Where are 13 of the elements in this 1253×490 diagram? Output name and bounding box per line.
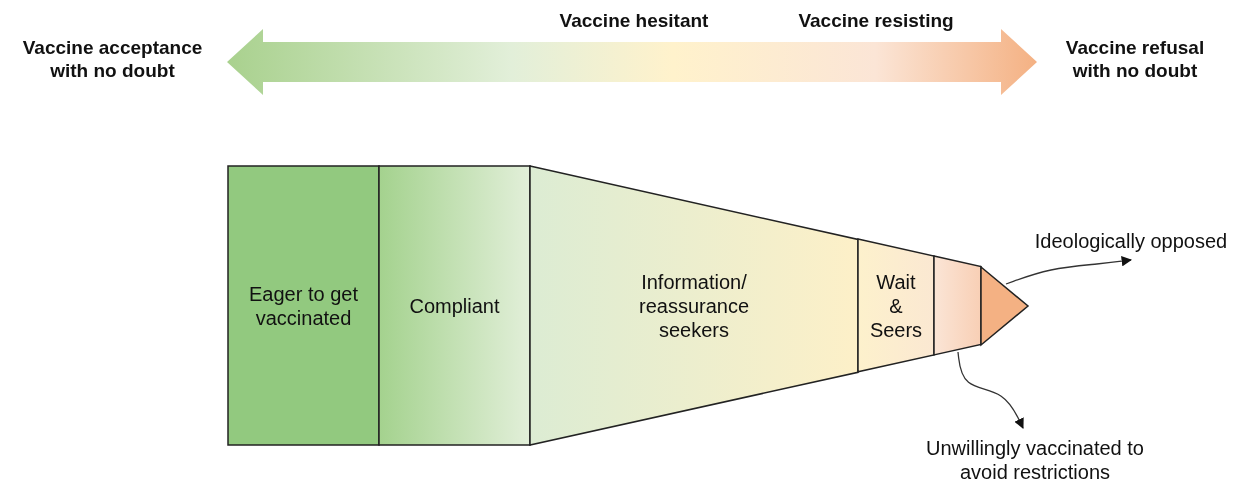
segment-label: Compliant (408, 293, 501, 318)
segment-label: Wait & Seers (868, 269, 924, 342)
leader-arrow (957, 351, 1024, 429)
category-label: Vaccine acceptance with no doubt (21, 37, 204, 83)
segment-label: Information/ reassurance seekers (637, 269, 751, 342)
leader-arrow (1005, 256, 1133, 285)
segment-label: Eager to get vaccinated (248, 281, 359, 330)
spectrum-arrow (227, 29, 1037, 95)
category-label: Ideologically opposed (1033, 229, 1229, 253)
spectrum-label: Vaccine hesitant (559, 10, 709, 32)
category-label: Unwillingly vaccinated to avoid restrictions (925, 436, 1145, 484)
category-label: Vaccine refusal with no doubt (1064, 37, 1206, 83)
spectrum-label: Vaccine resisting (798, 10, 954, 32)
